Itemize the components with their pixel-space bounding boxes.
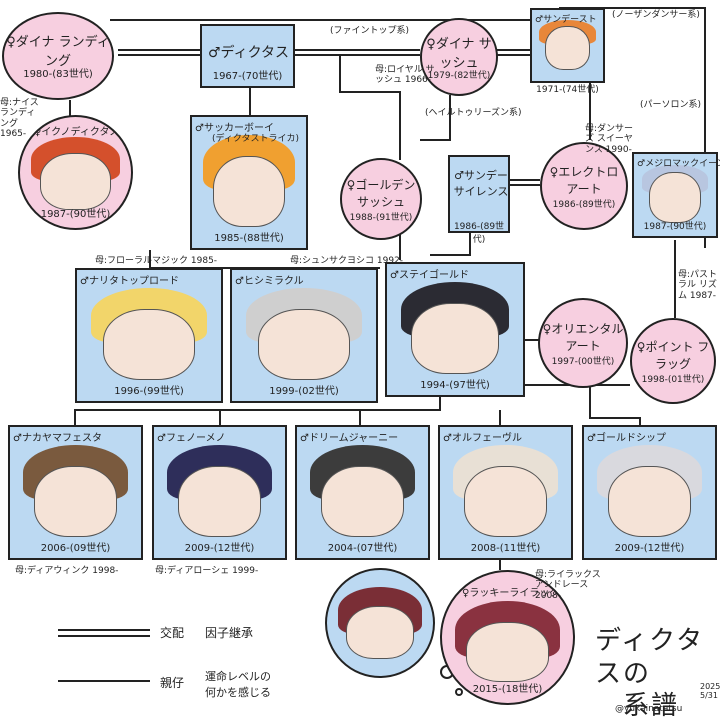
golden-sash-name: ♀ゴールデン サッシュ <box>346 177 416 209</box>
soccerboy-node: ♂サッカーボーイ (ディクタストライカ) 1985-(88世代) <box>190 115 308 250</box>
annotation-partholon: (パーソロン系) <box>640 100 702 110</box>
oriental-art-node: ♀オリエンタル アート 1997-(00世代) <box>538 298 628 388</box>
signature: @yukainatatsu <box>615 704 683 714</box>
gold-ship-name: ♂ゴールドシップ <box>587 433 666 444</box>
dictus-node: ♂ディクタス 1967-(70世代) <box>200 24 295 88</box>
bubble-portrait <box>325 568 435 678</box>
page-title: ディクタスの 系譜 <box>595 625 720 723</box>
stay-gold-name: ♂ステイゴールド <box>390 270 469 281</box>
sunday-silence-year: 1986-(89世代) <box>453 222 505 245</box>
orfevre-node: ♂オルフェーヴル 2008-(11世代) <box>438 425 573 560</box>
orfevre-year: 2008-(11世代) <box>470 543 541 554</box>
lucky-lilac-name: ♀ラッキーライラック <box>462 588 560 599</box>
ikuno-year: 1987-(90世代) <box>40 209 111 220</box>
electro-art-name: ♀エレクトロ アート <box>549 164 619 196</box>
dina-sash-name: ♀ダイナ サッシュ <box>426 36 492 71</box>
dictus-year: 1967-(70世代) <box>212 71 283 82</box>
mejiro-mcqueen-year: 1987-(90世代) <box>643 222 707 232</box>
annotation-fine-top: (ファイントップ系) <box>330 26 410 36</box>
hishimiracle-year: 1999-(02世代) <box>269 386 339 397</box>
ikuno-node: ♀イクノディクタス 1987-(90世代) <box>18 115 133 230</box>
soccerboy-sub: (ディクタストライカ) <box>212 134 300 144</box>
thought-bubble-dot-small <box>455 688 463 696</box>
mejiro-mcqueen-name: ♂メジロマックイーン <box>637 159 720 169</box>
annotation-nice-landing: 母:ナイス ランディング 1965- <box>0 98 39 140</box>
date-stamp: 2025. 5/31 <box>700 682 720 701</box>
annotation-lilacs-and-lace: 母:ライラックス アンドレース 2008- <box>535 570 601 601</box>
legend-single-desc: 運命レベルの 何かを感じる <box>205 670 271 699</box>
mejiro-mcqueen-node: ♂メジロマックイーン 1987-(90世代) <box>632 152 720 238</box>
hishimiracle-name: ♂ヒシミラクル <box>235 276 304 287</box>
lucky-lilac-node: ♀ラッキーライラック 2015-(18世代) <box>440 570 575 705</box>
annotation-floral-magic: 母:フローラルマジック 1985- <box>95 256 218 266</box>
ikuno-name: ♀イクノディクタス <box>34 127 120 138</box>
fenomeno-node: ♂フェノーメノ 2009-(12世代) <box>152 425 287 560</box>
golden-sash-year: 1988-(91世代) <box>349 212 413 223</box>
legend-double-desc: 因子継承 <box>205 626 254 640</box>
gold-ship-node: ♂ゴールドシップ 2009-(12世代) <box>582 425 717 560</box>
dream-journey-year: 2004-(07世代) <box>327 543 398 554</box>
annotation-deer-winks: 母:ディアウィンク 1998- <box>15 566 119 576</box>
annotation-dancers-secret: 母:ダンサーズ スイーヤンス 1990- <box>585 124 634 155</box>
stay-gold-year: 1994-(97世代) <box>420 380 490 391</box>
soccerboy-year: 1985-(88世代) <box>214 233 284 244</box>
sunday-silence-node: ♂サンデー サイレンス 1986-(89世代) <box>448 155 510 245</box>
annotation-northern-dancer: (ノーザンダンサー系) <box>612 10 700 20</box>
dina-landing-name: ♀ダイナ ランディング <box>6 35 110 70</box>
dina-sash-node: ♀ダイナ サッシュ 1979-(82世代) <box>420 18 498 96</box>
lucky-lilac-year: 2015-(18世代) <box>472 684 543 695</box>
legend-double-label: 交配 <box>160 626 185 640</box>
dina-landing-node: ♀ダイナ ランディング 1980-(83世代) <box>2 12 114 100</box>
sundance-name: ♂サンデースト <box>535 15 597 25</box>
point-flag-node: ♀ポイント フラッグ 1998-(01世代) <box>630 318 716 404</box>
narita-top-road-name: ♂ナリタトップロード <box>80 276 179 287</box>
nakayama-festa-node: ♂ナカヤマフェスタ 2006-(09世代) <box>8 425 143 560</box>
annotation-royal-sash: 母:ロイヤル サッシュ 1966- <box>375 65 435 86</box>
dina-sash-year: 1979-(82世代) <box>427 70 491 81</box>
oriental-art-year: 1997-(00世代) <box>551 356 615 367</box>
electro-art-year: 1986-(89世代) <box>552 199 616 210</box>
point-flag-name: ♀ポイント フラッグ <box>636 339 710 371</box>
orfevre-name: ♂オルフェーヴル <box>443 433 522 444</box>
dream-journey-name: ♂ドリームジャーニー <box>300 433 399 444</box>
annotation-pastorale: 母:パストラル リズム 1987- <box>678 270 718 301</box>
dictus-name: ♂ディクタス <box>208 45 290 61</box>
golden-sash-node: ♀ゴールデン サッシュ 1988-(91世代) <box>340 158 422 240</box>
annotation-shun-sayonka: 母:シュンサクヨシコ 1992- <box>290 256 404 266</box>
stay-gold-node: ♂ステイゴールド 1994-(97世代) <box>385 262 525 397</box>
fenomeno-year: 2009-(12世代) <box>184 543 255 554</box>
point-flag-year: 1998-(01世代) <box>641 374 705 385</box>
dream-journey-node: ♂ドリームジャーニー 2004-(07世代) <box>295 425 430 560</box>
sunday-silence-name: ♂サンデー サイレンス <box>453 169 509 198</box>
title-line-1: ディクタスの <box>595 626 705 689</box>
nakayama-festa-year: 2006-(09世代) <box>40 543 111 554</box>
sundance-year: 1971-(74世代) <box>536 85 599 95</box>
gold-ship-year: 2009-(12世代) <box>614 543 685 554</box>
sundance-node: ♂サンデースト 1971-(74世代) <box>530 8 605 95</box>
oriental-art-name: ♀オリエンタル アート <box>542 321 624 353</box>
legend-single-label: 親仔 <box>160 676 185 690</box>
title-line-2: 系譜 <box>623 691 680 721</box>
electro-art-node: ♀エレクトロ アート 1986-(89世代) <box>540 142 628 230</box>
annotation-dear-rose: 母:ディアローシェ 1999- <box>155 566 259 576</box>
hishimiracle-node: ♂ヒシミラクル 1999-(02世代) <box>230 268 378 403</box>
dina-landing-year: 1980-(83世代) <box>23 69 93 81</box>
narita-top-road-node: ♂ナリタトップロード 1996-(99世代) <box>75 268 223 403</box>
fenomeno-name: ♂フェノーメノ <box>157 433 226 444</box>
narita-top-road-year: 1996-(99世代) <box>114 386 184 397</box>
annotation-hail-to-reason: (ヘイルトゥリーズン系) <box>425 108 522 118</box>
nakayama-festa-name: ♂ナカヤマフェスタ <box>13 433 102 444</box>
soccerboy-name: ♂サッカーボーイ <box>195 123 274 134</box>
